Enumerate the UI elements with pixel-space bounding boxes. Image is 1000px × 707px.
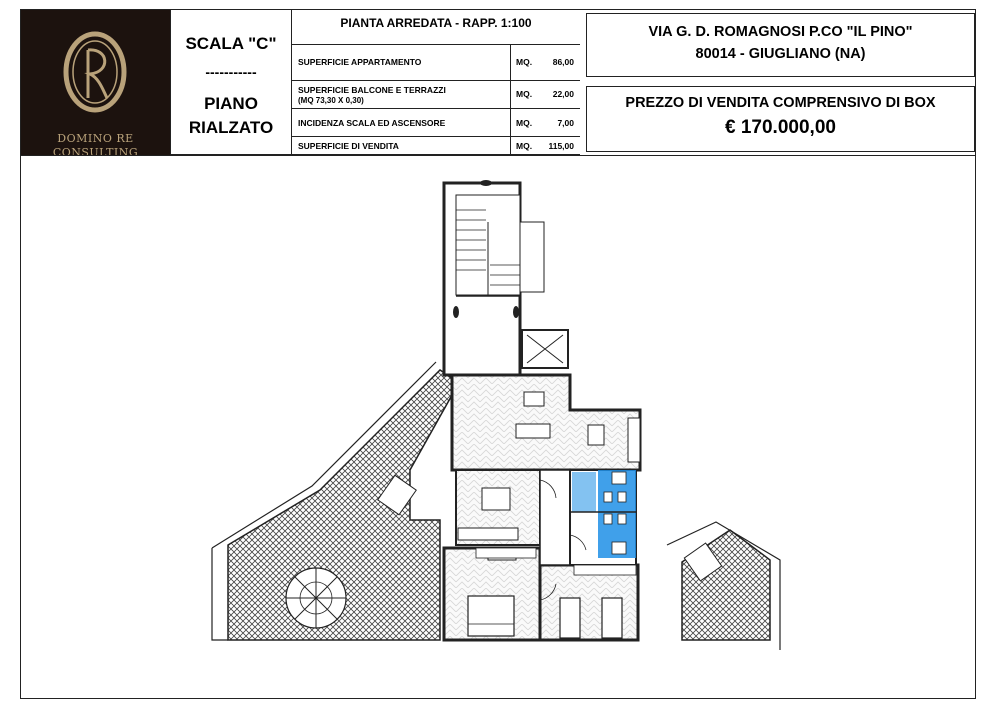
price-box: PREZZO DI VENDITA COMPRENSIVO DI BOX € 1… xyxy=(586,86,975,152)
row-label: SUPERFICIE APPARTAMENTO xyxy=(298,57,422,67)
table-row: INCIDENZA SCALA ED ASCENSORE MQ. 7,00 xyxy=(292,109,580,137)
scala-divider: ----------- xyxy=(205,64,257,80)
table-row: SUPERFICIE BALCONE E TERRAZZI (MQ 73,30 … xyxy=(292,81,580,109)
row-unit: MQ. xyxy=(516,89,533,99)
row-unit: MQ. xyxy=(516,57,533,67)
price-label: PREZZO DI VENDITA COMPRENSIVO DI BOX xyxy=(625,95,936,111)
floor-info: SCALA "C" ----------- PIANO RIALZATO xyxy=(170,10,292,155)
row-unit: MQ. xyxy=(516,141,533,151)
table-row: SUPERFICIE DI VENDITA MQ. 115,00 xyxy=(292,137,580,155)
table-row: SUPERFICIE APPARTAMENTO MQ. 86,00 xyxy=(292,45,580,81)
row-unit: MQ. xyxy=(516,118,533,128)
row-label: SUPERFICIE BALCONE E TERRAZZI xyxy=(298,85,446,95)
header-divider xyxy=(20,155,976,156)
row-sublabel: (MQ 73,30 X 0,30) xyxy=(298,96,364,105)
row-label: SUPERFICIE DI VENDITA xyxy=(298,141,399,151)
table-heading: PIANTA ARREDATA - RAPP. 1:100 xyxy=(292,10,580,45)
row-value: 7,00 xyxy=(557,118,574,128)
piano-label-line2: RIALZATO xyxy=(188,118,274,137)
logo: DOMINO RE CONSULTING xyxy=(21,10,170,159)
kitchen-steps xyxy=(377,474,417,516)
row-value: 86,00 xyxy=(552,57,574,67)
piano-label-line1: PIANO xyxy=(204,94,258,113)
logo-text-line1: DOMINO RE xyxy=(57,132,134,145)
scala-label: SCALA "C" xyxy=(185,34,277,53)
price-value: € 170.000,00 xyxy=(725,117,836,138)
address-line2: 80014 - GIUGLIANO (NA) xyxy=(695,46,866,62)
row-label: INCIDENZA SCALA ED ASCENSORE xyxy=(298,118,446,128)
apartment xyxy=(442,373,642,642)
right-balcony xyxy=(666,521,781,650)
stair-core xyxy=(442,180,569,377)
left-terrace xyxy=(211,361,453,641)
sheet-frame xyxy=(20,9,976,699)
umbrella-icon xyxy=(285,567,347,629)
row-value: 22,00 xyxy=(552,89,574,99)
surface-table: PIANTA ARREDATA - RAPP. 1:100 SUPERFICIE… xyxy=(292,10,580,155)
logo-monogram-icon xyxy=(63,31,127,113)
address-line1: VIA G. D. ROMAGNOSI P.CO "IL PINO" xyxy=(648,24,913,40)
address-box: VIA G. D. ROMAGNOSI P.CO "IL PINO" 80014… xyxy=(586,13,975,77)
row-value: 115,00 xyxy=(548,141,574,151)
